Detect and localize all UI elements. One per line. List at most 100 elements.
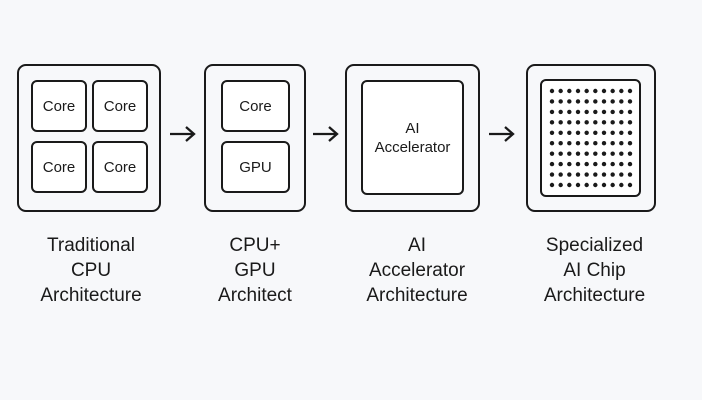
processing-dot [557,151,563,156]
processing-dot [609,88,615,94]
processing-dot [627,141,632,146]
processing-dot [566,161,572,167]
processing-dot [609,182,615,188]
processing-dot [575,88,580,94]
processing-dot [618,182,624,188]
processing-dot [627,151,632,156]
processing-dot [566,88,572,94]
cpu-gpu-chip-diagram: Core GPU [204,64,306,212]
processing-dot [549,88,554,94]
processing-dot [618,151,624,156]
processing-dot [566,120,572,125]
processing-dot [592,141,598,146]
processing-dot [557,109,563,115]
processing-dot [549,182,554,188]
processing-dot [557,88,563,94]
processing-dot [601,161,606,167]
ai-accelerator-chip-diagram: AI Accelerator [345,64,480,212]
processing-dot [601,130,606,135]
processing-dot [566,99,572,104]
processing-dot [566,151,572,156]
processing-dot [609,161,615,167]
caption-line: Specialized [545,235,644,256]
processing-dot [618,88,624,94]
caption-line: Architect [218,285,292,306]
processing-dot [609,172,615,177]
processing-dot [627,182,632,188]
processing-dot [575,99,580,104]
caption-line: GPU [234,260,276,281]
processing-dot [549,172,554,177]
processing-dot [601,141,606,146]
processing-dot [575,120,580,125]
right-arrow-icon [313,126,339,142]
processing-dot [575,161,580,167]
core-block: Core [31,141,87,193]
processing-dot [549,161,554,167]
processing-dot [583,172,589,177]
processing-dot [583,99,589,104]
processing-dot [557,172,563,177]
processing-dot [566,109,572,115]
processing-dot [557,141,563,146]
processing-dot [549,130,554,135]
processing-dot [592,99,598,104]
processing-dot [592,161,598,167]
caption-line: CPU+ [229,235,281,256]
processing-dot [618,141,624,146]
core-block: Core [92,80,148,132]
processing-dot [549,99,554,104]
processing-dot [627,99,632,104]
processing-dot [601,99,606,104]
processing-dot [601,88,606,94]
processing-dot [583,141,589,146]
processing-dot [618,109,624,115]
processing-dot [575,151,580,156]
processing-dot [609,141,615,146]
processing-dot [575,182,580,188]
processing-dot [557,130,563,135]
processing-dot [601,172,606,177]
caption-line: AI Chip [563,260,626,281]
processing-dot [549,120,554,125]
processing-dot [549,141,554,146]
specialized-ai-chip-diagram [526,64,656,212]
processing-dot [592,182,598,188]
processing-dot [575,109,580,115]
processing-dot [592,109,598,115]
processing-dot [575,130,580,135]
processing-dot [609,99,615,104]
processing-dot [549,151,554,156]
processing-dot [618,99,624,104]
processing-dot [557,161,563,167]
processing-dot [592,151,598,156]
processing-dot [627,130,632,135]
processing-dot [575,172,580,177]
processing-dot [583,109,589,115]
processing-dot [618,161,624,167]
processing-dot [583,161,589,167]
caption-line: Architecture [543,285,646,306]
processing-dot [566,172,572,177]
processing-dot [566,141,572,146]
processing-dot [609,151,615,156]
processing-dot [627,120,632,125]
caption-line: Accelerator [368,260,466,281]
caption-specialized-ai-chip: Specialized AI Chip Architecture [522,233,667,308]
processing-dot [601,109,606,115]
processing-dot [583,88,589,94]
accelerator-label-line1: AI [405,119,420,137]
caption-line: Architecture [366,285,468,306]
accelerator-block: AI Accelerator [361,80,464,195]
core-block: Core [31,80,87,132]
processing-dot [618,120,624,125]
neural-array-block [540,79,641,197]
caption-ai-accelerator: AI Accelerator Architecture [347,233,487,308]
processing-dot [575,141,580,146]
processing-dot [583,130,589,135]
caption-cpu-gpu: CPU+ GPU Architect [196,233,314,308]
processing-dot [592,88,598,94]
processing-dot [609,109,615,115]
processing-dot [601,151,606,156]
processing-dot [583,151,589,156]
